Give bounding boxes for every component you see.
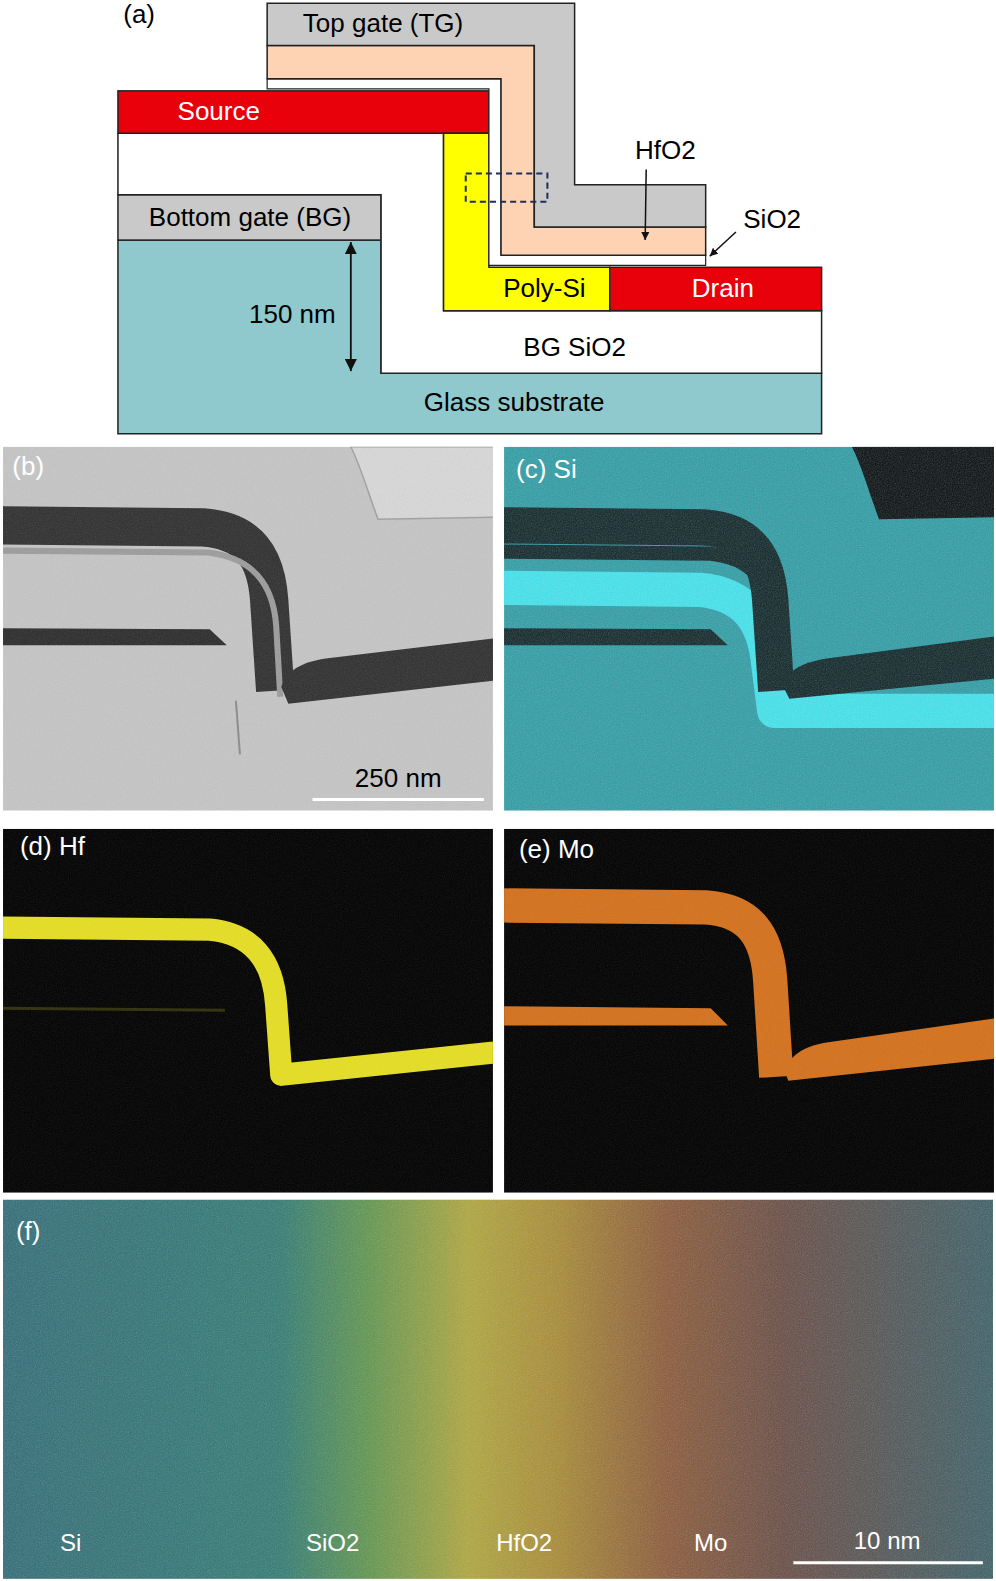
callout-label: SiO2 — [743, 205, 801, 235]
label-text: HfO2 — [496, 1529, 552, 1557]
drain-shape — [610, 267, 822, 310]
label-text: (c) Si — [516, 455, 577, 485]
top-gate-shape — [267, 3, 706, 227]
oxide-label: BG SiO2 — [520, 332, 629, 364]
layer-name: HfO2 — [496, 1529, 552, 1557]
panel-ground — [3, 447, 493, 811]
label-text: (b) — [12, 452, 44, 482]
poly-si-label: Poly-Si — [500, 273, 588, 305]
texture — [504, 447, 994, 811]
node-text: Top gate (TG) — [303, 9, 463, 39]
label-text: 150 nm — [249, 300, 336, 330]
hf-map-panel — [3, 829, 493, 1193]
leader-line — [645, 170, 646, 241]
label-text: (d) Hf — [20, 832, 85, 862]
panel-letter: (a) — [123, 0, 155, 30]
scale-label: 10 nm — [854, 1527, 921, 1555]
layer-name: Si — [60, 1529, 81, 1557]
interface-map — [3, 1200, 993, 1579]
label-text: HfO2 — [635, 136, 696, 166]
scale-bar — [793, 1561, 983, 1564]
texture — [3, 829, 493, 1193]
si-map-panel — [504, 447, 994, 811]
label-text: (f) — [16, 1217, 41, 1247]
node-text: Poly-Si — [503, 274, 585, 304]
scale-label: 250 nm — [355, 764, 442, 794]
label-text: Mo — [694, 1529, 727, 1557]
node-text: Glass substrate — [424, 388, 605, 418]
label-text: Si — [60, 1529, 81, 1557]
label-text: 10 nm — [854, 1527, 921, 1555]
mo-map-panel — [504, 829, 994, 1193]
callout-label: HfO2 — [635, 136, 696, 166]
layer-name: Mo — [694, 1529, 727, 1557]
dimension-label: 150 nm — [249, 300, 336, 330]
node-text: Drain — [692, 274, 754, 304]
panel-letter: (e) Mo — [519, 835, 594, 865]
label-text: (a) — [123, 0, 155, 30]
panel-letter: (b) — [12, 452, 44, 482]
dimension-arrow — [350, 242, 352, 371]
layer-name: SiO2 — [306, 1529, 359, 1557]
bg-oxide-shape — [118, 133, 822, 373]
substrate-label: Glass substrate — [421, 387, 608, 419]
panel-letter: (c) Si — [516, 455, 577, 485]
node-text: Source — [178, 97, 260, 127]
node-text: Bottom gate (BG) — [149, 203, 351, 233]
texture — [3, 447, 493, 811]
texture — [504, 829, 994, 1193]
node-text: BG SiO2 — [523, 333, 626, 363]
label-text: SiO2 — [743, 205, 801, 235]
label-text: (e) Mo — [519, 835, 594, 865]
bottom-gate-shape — [118, 195, 381, 240]
source-shape — [118, 91, 489, 133]
scale-bar — [313, 798, 484, 801]
panel-ground — [504, 447, 994, 811]
panel-ground — [3, 829, 493, 1193]
panel-letter: (d) Hf — [20, 832, 85, 862]
tem-panel — [3, 447, 493, 811]
bottom-gate-label: Bottom gate (BG) — [146, 202, 354, 234]
leader-line — [710, 232, 736, 256]
label-text: 250 nm — [355, 764, 442, 794]
label-text: SiO2 — [306, 1529, 359, 1557]
panel-letter: (f) — [16, 1217, 41, 1247]
texture — [3, 1200, 993, 1579]
source-label: Source — [175, 96, 263, 128]
top-gate-label: Top gate (TG) — [300, 8, 466, 40]
dashed-region-box — [466, 174, 548, 202]
drain-label: Drain — [689, 273, 757, 305]
panel-ground — [504, 829, 994, 1193]
